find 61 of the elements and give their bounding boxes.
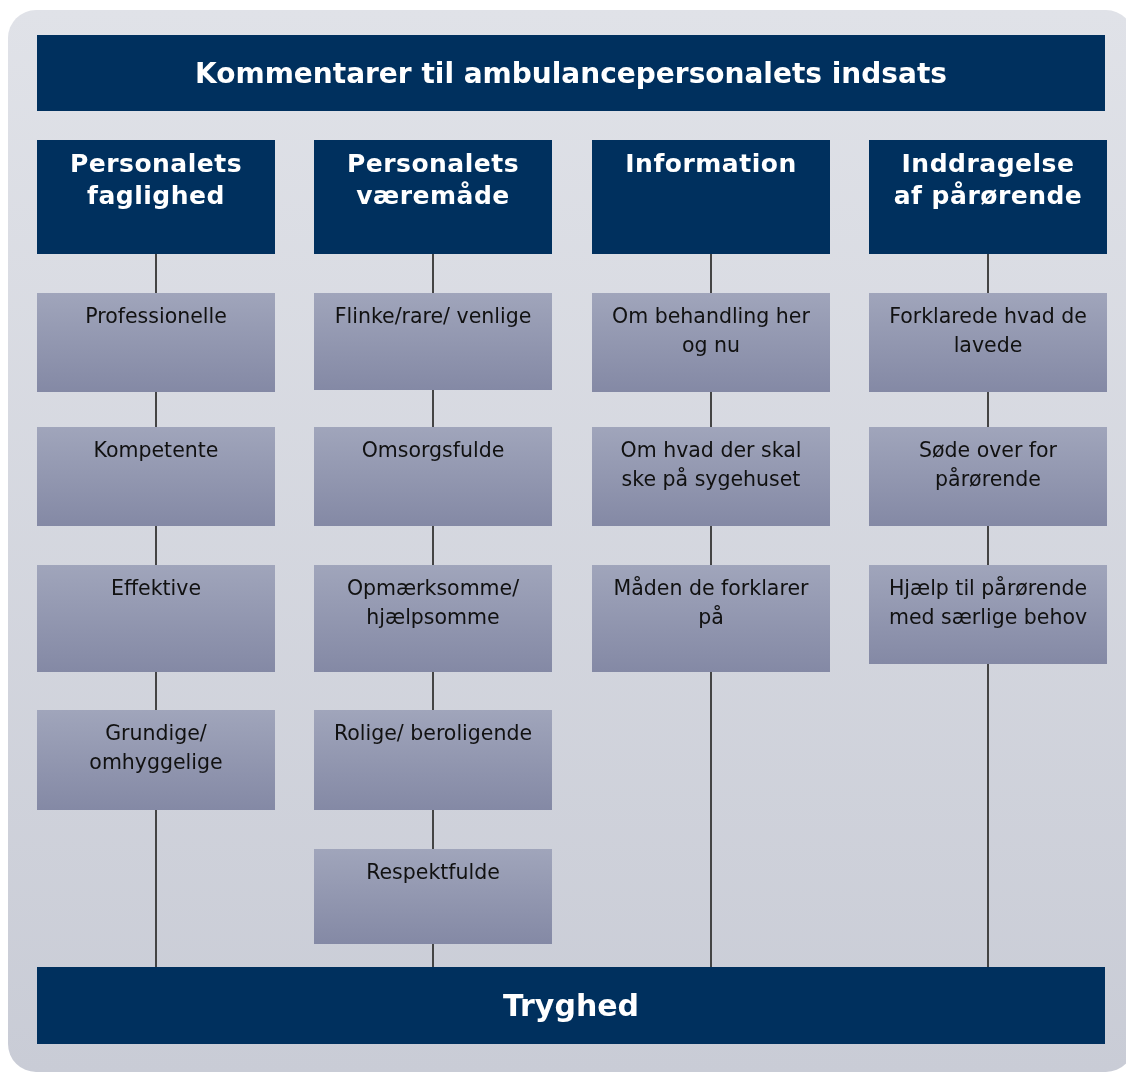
node-text: Personalets faglighed xyxy=(68,148,244,212)
node-text: Om hvad der skal ske på sygehuset xyxy=(619,437,803,493)
node-text: Opmærksomme/ hjælpsomme xyxy=(345,575,521,631)
connector-line xyxy=(432,389,434,428)
node-text: Hjælp til pårørende med særlige behov xyxy=(887,575,1089,631)
connector-line xyxy=(710,671,712,968)
node-text: Personalets væremåde xyxy=(345,148,521,212)
node-text: Rolige/ beroligende xyxy=(333,720,533,747)
comment-box xyxy=(592,565,830,672)
node-text: Professionelle xyxy=(85,303,227,330)
comment-box xyxy=(314,710,552,810)
comment-box xyxy=(314,293,552,390)
comment-box xyxy=(314,427,552,526)
category-header xyxy=(37,140,275,254)
connector-line xyxy=(987,663,989,968)
node-text: Omsorgsfulde xyxy=(361,437,505,464)
result-bar xyxy=(37,967,1105,1044)
category-header xyxy=(314,140,552,254)
connector-line xyxy=(432,253,434,294)
connector-line xyxy=(987,253,989,294)
comment-box xyxy=(869,427,1107,526)
node-text: Effektive xyxy=(110,575,201,602)
comment-box xyxy=(37,710,275,810)
connector-line xyxy=(710,253,712,294)
comment-box xyxy=(37,427,275,526)
connector-line xyxy=(155,253,157,294)
node-text: Om behandling her og nu xyxy=(611,303,811,359)
comment-box xyxy=(592,427,830,526)
connector-line xyxy=(987,525,989,566)
category-header xyxy=(869,140,1107,254)
node-text: Flinke/rare/ venlige xyxy=(334,303,532,330)
node-text: Forklarede hvad de lavede xyxy=(888,303,1088,359)
comment-box xyxy=(314,565,552,672)
connector-line xyxy=(432,671,434,711)
node-text: Søde over for pårørende xyxy=(917,437,1059,493)
category-header xyxy=(592,140,830,254)
connector-line xyxy=(710,391,712,428)
connector-line xyxy=(432,943,434,968)
connector-line xyxy=(432,809,434,850)
connector-line xyxy=(432,525,434,566)
node-text: Kompetente xyxy=(93,437,219,464)
comment-box xyxy=(869,293,1107,392)
comment-box xyxy=(314,849,552,944)
comment-box xyxy=(37,293,275,392)
comment-box xyxy=(592,293,830,392)
node-text: Information xyxy=(625,148,797,180)
node-text: Inddragelse af pårørende xyxy=(893,148,1083,212)
connector-line xyxy=(987,391,989,428)
connector-line xyxy=(155,525,157,566)
connector-line xyxy=(155,391,157,428)
connector-line xyxy=(710,525,712,566)
comment-box xyxy=(869,565,1107,664)
node-text: Tryghed xyxy=(502,988,640,1023)
title-banner xyxy=(37,35,1105,111)
node-text: Kommentarer til ambulancepersonalets indsats xyxy=(195,56,947,90)
node-text: Måden de forklarer på xyxy=(612,575,810,631)
node-text: Respektfulde xyxy=(366,859,500,886)
connector-line xyxy=(155,809,157,968)
node-text: Grundige/ omhyggelige xyxy=(88,720,224,776)
connector-line xyxy=(155,671,157,711)
comment-box xyxy=(37,565,275,672)
